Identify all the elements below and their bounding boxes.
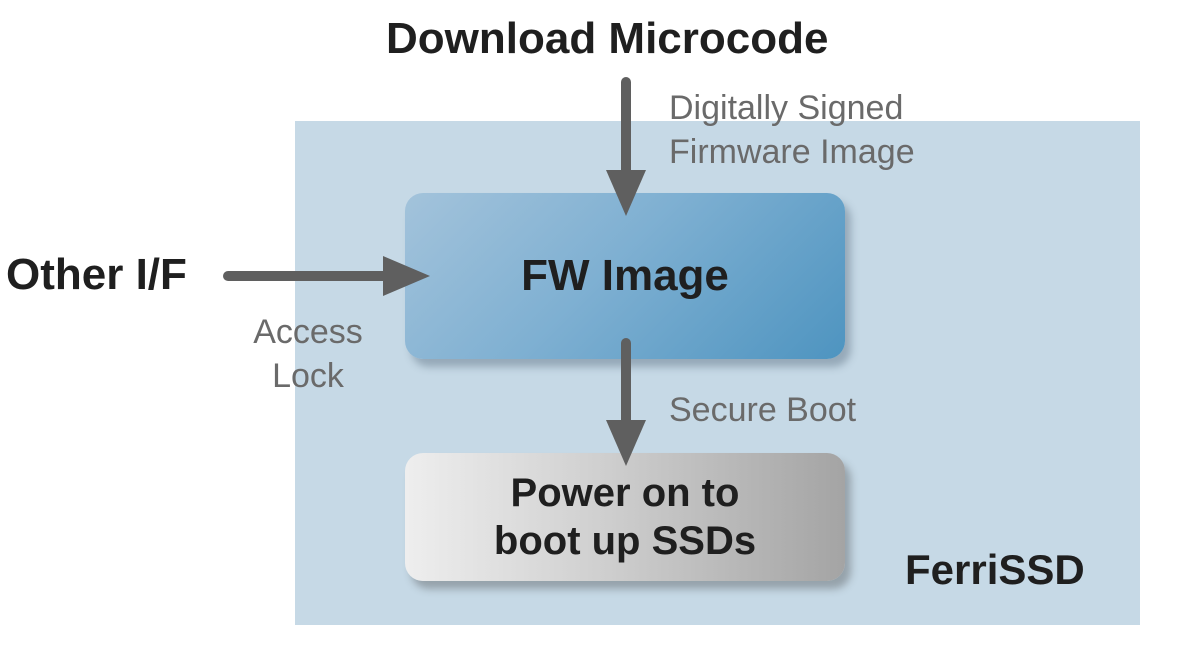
fw-image-box: FW Image xyxy=(405,193,845,359)
arrow-down-icon xyxy=(606,77,646,216)
signed-firmware-note-line2: Firmware Image xyxy=(669,133,915,172)
signed-firmware-note: Digitally Signed Firmware Image xyxy=(669,86,915,174)
power-on-label-line2: boot up SSDs xyxy=(493,519,757,563)
access-lock-note: Access Lock xyxy=(228,310,388,398)
access-lock-note-line2: Lock xyxy=(272,357,344,396)
power-on-box: Power on to boot up SSDs xyxy=(405,453,845,581)
ferrissd-label: FerriSSD xyxy=(905,546,1085,593)
access-lock-note-line1: Access xyxy=(253,313,363,351)
secure-boot-note: Secure Boot xyxy=(669,391,857,429)
other-interface-label: Other I/F xyxy=(6,250,187,299)
fw-image-label: FW Image xyxy=(521,251,729,300)
power-on-label-line1: Power on to xyxy=(510,471,740,515)
arrow-right-icon xyxy=(223,256,430,296)
download-microcode-label: Download Microcode xyxy=(386,14,829,63)
arrow-down-icon xyxy=(606,338,646,466)
signed-firmware-note-line1: Digitally Signed xyxy=(669,89,904,127)
